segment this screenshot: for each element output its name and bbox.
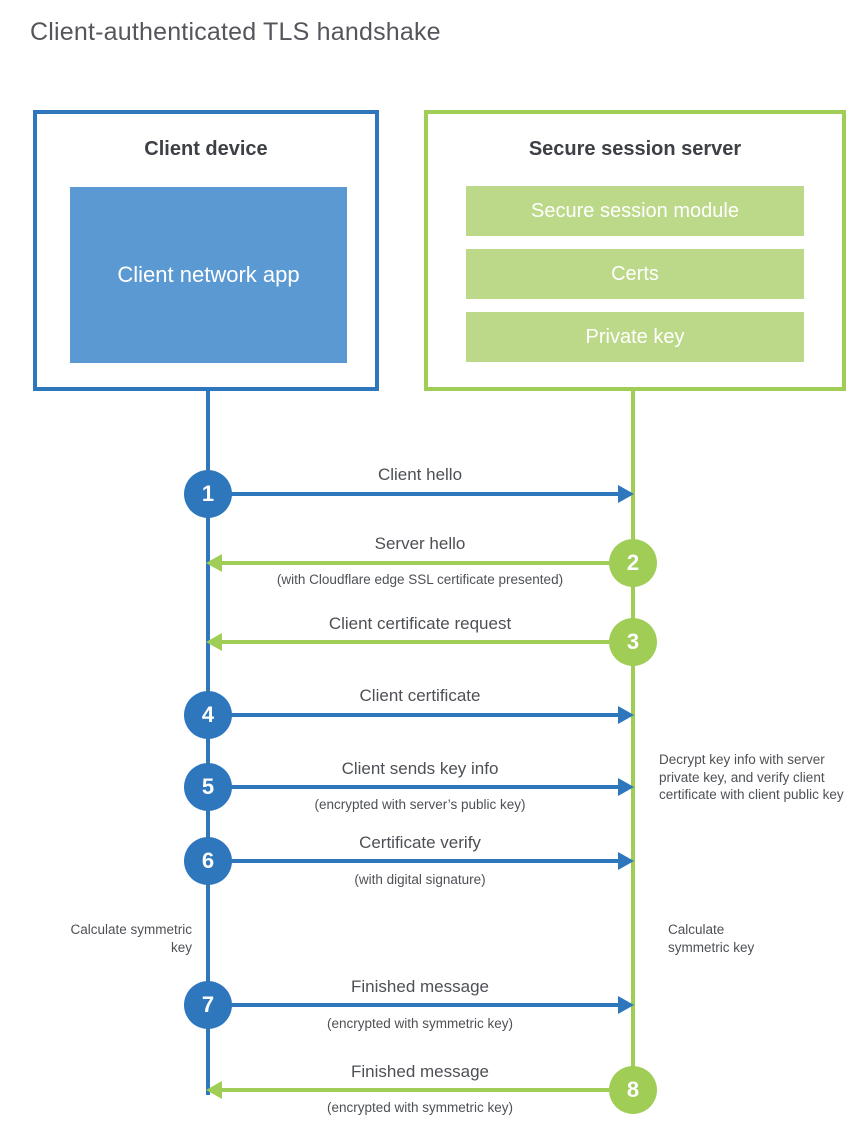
arrow-5-head-right-icon xyxy=(618,778,634,796)
arrow-4-head-right-icon xyxy=(618,706,634,724)
step-number: 1 xyxy=(201,481,215,506)
step-circle-3: 3 xyxy=(609,618,657,666)
module-label: Certs xyxy=(611,262,659,285)
arrow-7-line xyxy=(230,1003,620,1007)
arrow-1-head-right-icon xyxy=(618,485,634,503)
step-circle-4: 4 xyxy=(184,691,232,739)
arrow-6-head-right-icon xyxy=(618,852,634,870)
arrow-5-line xyxy=(230,785,620,789)
step-number: 6 xyxy=(201,848,215,873)
step-5-sublabel: (encrypted with server’s public key) xyxy=(314,797,526,812)
step-7-sublabel: (encrypted with symmetric key) xyxy=(326,1016,514,1031)
server-decrypt-key-info-note: Decrypt key info with server private key… xyxy=(659,752,844,802)
step-6-sublabel: (with digital signature) xyxy=(354,872,486,887)
step-number: 8 xyxy=(626,1077,640,1102)
arrow-1-line xyxy=(230,492,620,496)
arrow-3-line xyxy=(222,640,609,644)
module-label: Private key xyxy=(585,325,685,348)
server-lifeline xyxy=(631,391,635,1090)
client-network-app-label: Client network app xyxy=(117,262,300,287)
step-1-label: Client hello xyxy=(377,465,463,484)
step-number: 3 xyxy=(626,629,640,654)
step-circle-2: 2 xyxy=(609,539,657,587)
step-number: 4 xyxy=(201,702,215,727)
client-device-box: Client device Client network app xyxy=(33,110,379,391)
step-circle-5: 5 xyxy=(184,763,232,811)
step-circle-7: 7 xyxy=(184,981,232,1029)
page-title: Client-authenticated TLS handshake xyxy=(30,18,441,46)
step-3-label: Client certificate request xyxy=(328,614,512,633)
step-number: 5 xyxy=(201,774,215,799)
arrow-8-head-left-icon xyxy=(206,1081,222,1099)
step-2-label: Server hello xyxy=(374,534,466,553)
step-7-label: Finished message xyxy=(351,977,489,996)
module-label: Secure session module xyxy=(531,199,739,222)
step-circle-1: 1 xyxy=(184,470,232,518)
step-8-sublabel: (encrypted with symmetric key) xyxy=(326,1100,514,1115)
arrow-2-head-left-icon xyxy=(206,554,222,572)
step-circle-6: 6 xyxy=(184,837,232,885)
step-2-sublabel: (with Cloudflare edge SSL certificate pr… xyxy=(276,572,564,587)
server-calculate-symmetric-key-note: Calculate symmetric key xyxy=(668,922,755,955)
client-calculate-symmetric-key-note: Calculate symmetric key xyxy=(70,922,192,955)
client-device-title: Client device xyxy=(144,138,268,160)
arrow-4-line xyxy=(230,713,620,717)
client-lifeline xyxy=(206,391,210,1095)
step-circle-8: 8 xyxy=(609,1066,657,1114)
secure-session-server-box: Secure session server Secure session mod… xyxy=(424,110,846,391)
arrow-6-line xyxy=(230,859,620,863)
step-6-label: Certificate verify xyxy=(359,833,481,852)
module-bar-certs: Certs xyxy=(466,249,804,299)
step-number: 2 xyxy=(626,550,640,575)
arrow-7-head-right-icon xyxy=(618,996,634,1014)
module-bar-private-key: Private key xyxy=(466,312,804,362)
step-5-label: Client sends key info xyxy=(341,759,499,778)
arrow-2-line xyxy=(222,561,609,565)
step-4-label: Client certificate xyxy=(359,686,481,705)
arrow-8-line xyxy=(222,1088,609,1092)
client-network-app-box: Client network app xyxy=(70,187,347,363)
step-number: 7 xyxy=(201,992,215,1017)
step-8-label: Finished message xyxy=(351,1062,489,1081)
arrow-3-head-left-icon xyxy=(206,633,222,651)
secure-session-server-title: Secure session server xyxy=(528,138,742,160)
module-bar-secure-session-module: Secure session module xyxy=(466,186,804,236)
